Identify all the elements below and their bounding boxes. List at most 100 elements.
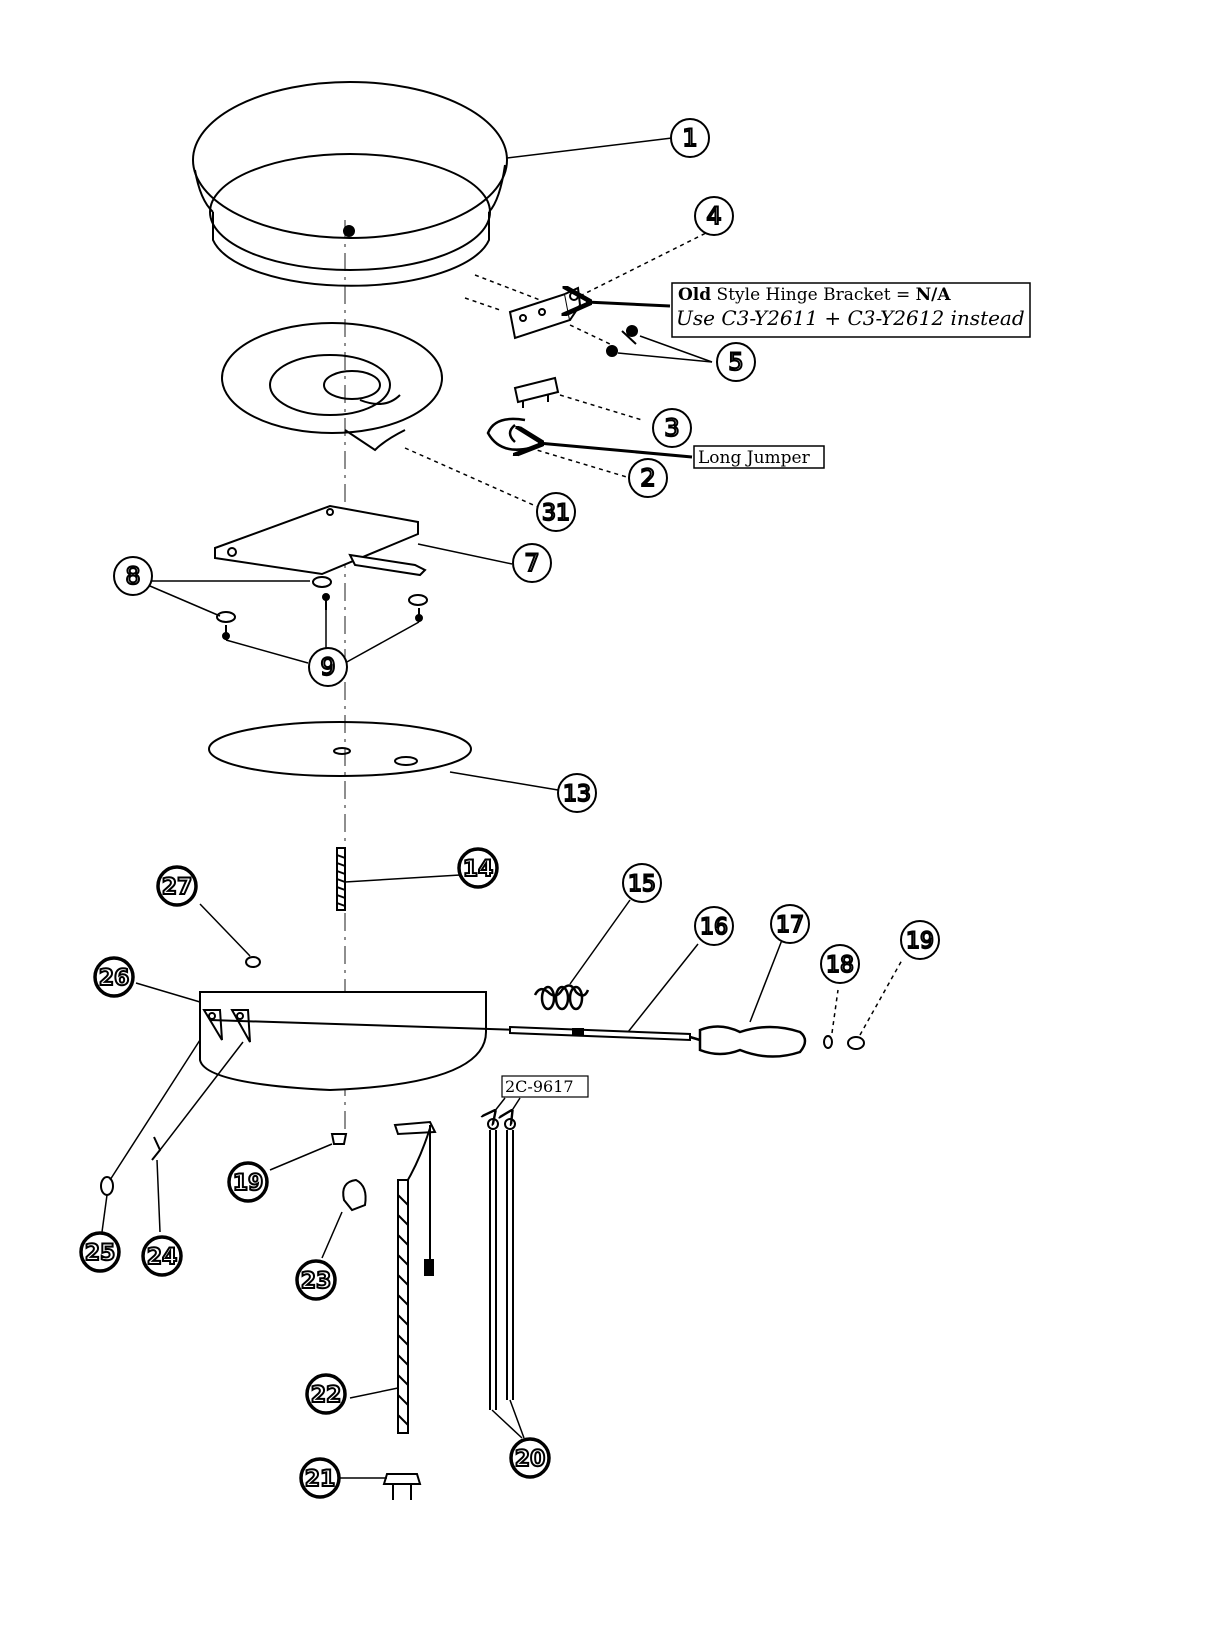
hinge-note-text: Style Hinge Bracket = <box>711 285 915 305</box>
element-note-arrow-1 <box>494 1097 506 1112</box>
callout-circle <box>295 1259 337 1301</box>
leader-lines <box>101 137 903 1479</box>
callout-circle <box>628 458 668 498</box>
callout-p14: 14 <box>457 847 499 889</box>
plug-part <box>382 1473 422 1500</box>
callout-p16: 16 <box>694 906 734 946</box>
callout-label: 25 <box>85 1241 116 1266</box>
jumper-part <box>486 417 531 451</box>
callout-label: 5 <box>728 348 743 376</box>
svg-text:Old Style Hinge Bracket = N/A: Old Style Hinge Bracket = N/A <box>678 285 951 305</box>
callout-circle <box>308 647 348 687</box>
callout-label: 26 <box>99 966 130 991</box>
cap-nut-part <box>330 1133 348 1145</box>
hinge-screws-part <box>606 325 638 357</box>
jumper-note-box: Long Jumper <box>693 445 825 469</box>
element-part-note-text: 2C-9617 <box>505 1077 574 1096</box>
callout-p22: 22 <box>305 1373 347 1415</box>
callout-circle <box>79 1231 121 1273</box>
cord-part <box>397 1179 409 1434</box>
handle-cap-part <box>847 1036 865 1050</box>
callout-p1: 1 <box>670 118 710 158</box>
callout-p25: 25 <box>79 1231 121 1273</box>
bottom-disc-part <box>208 721 472 777</box>
callout-label: 1 <box>682 124 697 152</box>
callout-label: 14 <box>463 857 494 882</box>
callout-label: 8 <box>125 562 140 590</box>
callout-p15: 15 <box>622 863 662 903</box>
callout-circle <box>536 492 576 532</box>
callout-p19a: 19 <box>900 920 940 960</box>
handle-part <box>689 1025 807 1058</box>
heating-element-part <box>221 322 443 452</box>
callout-circle <box>652 408 692 448</box>
callout-circle <box>93 956 135 998</box>
callout-label: 24 <box>147 1245 178 1270</box>
callout-circle <box>141 1235 183 1277</box>
hinge-bracket-part <box>508 286 582 340</box>
callout-p21: 21 <box>299 1457 341 1499</box>
callout-p5: 5 <box>716 342 756 382</box>
callout-label: 4 <box>706 202 721 230</box>
callout-circle <box>156 865 198 907</box>
callout-label: 23 <box>301 1269 332 1294</box>
callout-circle <box>820 944 860 984</box>
callout-label: 18 <box>826 953 854 978</box>
spring-part <box>533 984 590 1011</box>
clip-part <box>513 376 560 408</box>
callout-p4: 4 <box>694 196 734 236</box>
callout-circle <box>509 1437 551 1479</box>
top-cover-part <box>192 81 508 287</box>
washers-screws-part <box>216 576 428 640</box>
cord-clip-part <box>393 1120 437 1276</box>
callout-circle <box>113 556 153 596</box>
callout-circle <box>512 543 552 583</box>
callout-label: 7 <box>524 549 539 577</box>
callout-label: 16 <box>700 915 728 940</box>
callout-circle <box>670 118 710 158</box>
callout-circle <box>900 920 940 960</box>
callout-label: 3 <box>664 414 679 442</box>
callout-circle <box>305 1373 347 1415</box>
hinge-note-arrow <box>586 302 671 306</box>
shaft-part <box>509 1025 691 1042</box>
callout-p27: 27 <box>156 865 198 907</box>
callout-p26: 26 <box>93 956 135 998</box>
callout-p2: 2 <box>628 458 668 498</box>
callout-label: 31 <box>542 501 570 526</box>
hinge-note-replacement: Use C3-Y2611 + C3-Y2612 instead <box>676 306 1025 330</box>
callout-p23: 23 <box>295 1259 337 1301</box>
callout-p24: 24 <box>141 1235 183 1277</box>
callout-p3: 3 <box>652 408 692 448</box>
callout-circle <box>694 906 734 946</box>
nut-part <box>245 956 261 968</box>
callout-circle <box>227 1161 269 1203</box>
element-rods-part <box>487 1118 516 1410</box>
callout-label: 20 <box>515 1447 546 1472</box>
threaded-rod-part <box>336 847 346 911</box>
callout-label: 17 <box>776 913 804 938</box>
callout-p17: 17 <box>770 904 810 944</box>
callout-p31: 31 <box>536 492 576 532</box>
terminal-part <box>100 1136 162 1196</box>
callout-p20: 20 <box>509 1437 551 1479</box>
callout-p18: 18 <box>820 944 860 984</box>
callout-label: 27 <box>162 875 193 900</box>
callout-label: 22 <box>311 1383 342 1408</box>
callout-p7: 7 <box>512 543 552 583</box>
callout-circle <box>770 904 810 944</box>
jumper-note-text: Long Jumper <box>698 448 811 468</box>
callout-circle <box>299 1457 341 1499</box>
callout-p19b: 19 <box>227 1161 269 1203</box>
callout-label: 13 <box>563 782 591 807</box>
callout-circle <box>457 847 499 889</box>
element-part-note-box: 2C-9617 <box>501 1075 589 1098</box>
callout-p9: 9 <box>308 647 348 687</box>
jumper-note-arrow <box>538 443 693 459</box>
callout-circle <box>622 863 662 903</box>
callout-label: 15 <box>628 872 656 897</box>
callout-circle <box>694 196 734 236</box>
element-bracket-part <box>214 504 427 577</box>
hinge-note-box: Old Style Hinge Bracket = N/A Use C3-Y26… <box>671 282 1031 338</box>
